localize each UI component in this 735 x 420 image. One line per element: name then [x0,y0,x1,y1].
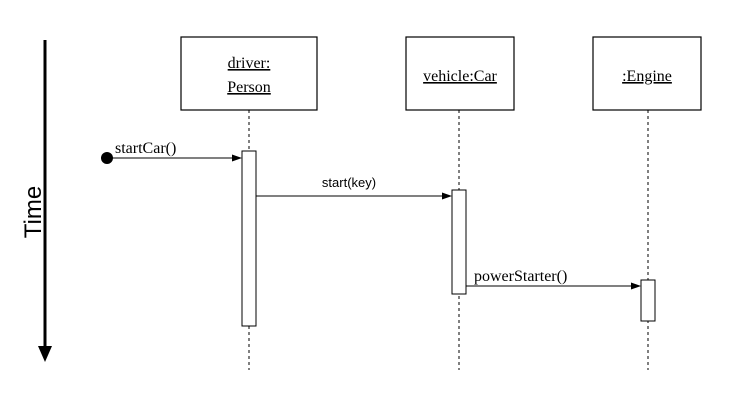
lifeline-engine-label: :Engine [622,68,672,85]
activation-vehicle [451,189,467,295]
lifeline-vehicle-box [405,36,515,111]
lifeline-engine-box [592,36,702,111]
message-startcar: startCar() [101,140,242,164]
message-powerstarter-arrowhead [631,282,641,290]
time-axis-arrowhead [38,346,52,362]
message-powerstarter: powerStarter() [466,268,641,290]
message-start-key: start(key) [256,175,452,200]
time-axis: Time [20,40,52,362]
lifeline-vehicle-label: vehicle:Car [423,68,497,85]
activation-driver [241,150,257,327]
message-startcar-label: startCar() [115,140,176,157]
lifeline-driver-label-line1: driver: [228,55,271,72]
message-startcar-arrowhead [232,154,242,162]
lifeline-driver-label-line2: Person [227,79,271,96]
message-start-key-arrowhead [442,192,452,200]
lifeline-driver-box [180,36,318,111]
message-start-key-label: start(key) [322,175,376,190]
lifeline-driver: driver: Person [180,36,318,370]
activation-engine [640,279,656,322]
lifeline-vehicle: vehicle:Car [405,36,515,370]
message-powerstarter-label: powerStarter() [474,268,567,285]
lifeline-engine: :Engine [592,36,702,370]
time-axis-label: Time [20,186,47,238]
